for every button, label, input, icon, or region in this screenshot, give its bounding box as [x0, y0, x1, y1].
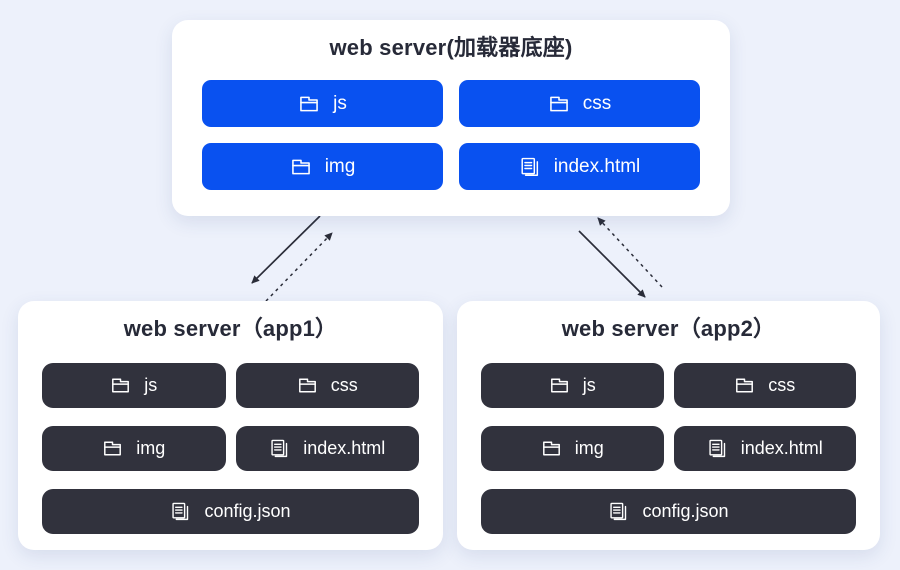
app2-css-node: css [673, 363, 856, 408]
node-label: js [144, 375, 158, 395]
arrow-app2-to-loader-dashed [597, 217, 663, 288]
app2-server-card: web server（app2） js css img index.html [457, 301, 880, 550]
app1-css-node: css [235, 363, 419, 408]
folder-icon [110, 375, 131, 396]
folder-icon [734, 375, 755, 396]
file-icon [707, 438, 728, 459]
app1-config-json-node: config.json [42, 489, 419, 534]
loader-card-title: web server(加载器底座) [329, 35, 573, 60]
node-label: js [333, 92, 347, 114]
node-label: css [330, 375, 358, 395]
file-icon [519, 156, 541, 178]
node-label: css [582, 92, 612, 114]
folder-icon [549, 375, 570, 396]
folder-icon [290, 156, 312, 178]
folder-icon [298, 93, 320, 115]
loader-img-node: img [202, 143, 443, 190]
app2-js-node: js [481, 363, 664, 408]
app2-button-grid: js css img index.html config.json [457, 344, 880, 534]
node-label: index.html [740, 438, 823, 458]
app2-card-title: web server（app2） [561, 316, 776, 341]
folder-icon [548, 93, 570, 115]
loader-js-node: js [202, 80, 443, 127]
node-label: img [574, 438, 604, 458]
app1-button-grid: js css img index.html config.json [18, 344, 443, 534]
app2-index-html-node: index.html [673, 426, 856, 471]
node-label: index.html [303, 438, 386, 458]
app2-config-json-node: config.json [481, 489, 856, 534]
folder-icon [102, 438, 123, 459]
loader-css-node: css [459, 80, 700, 127]
file-icon [170, 501, 191, 522]
app1-server-card: web server（app1） js css img index.html [18, 301, 443, 550]
arrow-app1-to-loader-dashed [265, 232, 333, 302]
arrow-loader-to-app1-solid [251, 215, 321, 284]
file-icon [269, 438, 290, 459]
app1-img-node: img [42, 426, 226, 471]
loader-index-html-node: index.html [459, 143, 700, 190]
node-label: config.json [642, 501, 729, 521]
arrow-loader-to-app2-solid [578, 230, 646, 298]
node-label: img [324, 155, 356, 177]
node-label: index.html [553, 155, 641, 177]
app1-card-title: web server（app1） [123, 316, 338, 341]
node-label: img [136, 438, 166, 458]
node-label: css [768, 375, 796, 395]
file-icon [608, 501, 629, 522]
app1-index-html-node: index.html [235, 426, 419, 471]
app1-js-node: js [42, 363, 226, 408]
folder-icon [297, 375, 318, 396]
node-label: js [582, 375, 596, 395]
loader-server-card: web server(加载器底座) js css img index.html [172, 20, 730, 216]
loader-button-grid: js css img index.html [172, 63, 730, 190]
folder-icon [541, 438, 562, 459]
app2-img-node: img [481, 426, 664, 471]
node-label: config.json [204, 501, 291, 521]
